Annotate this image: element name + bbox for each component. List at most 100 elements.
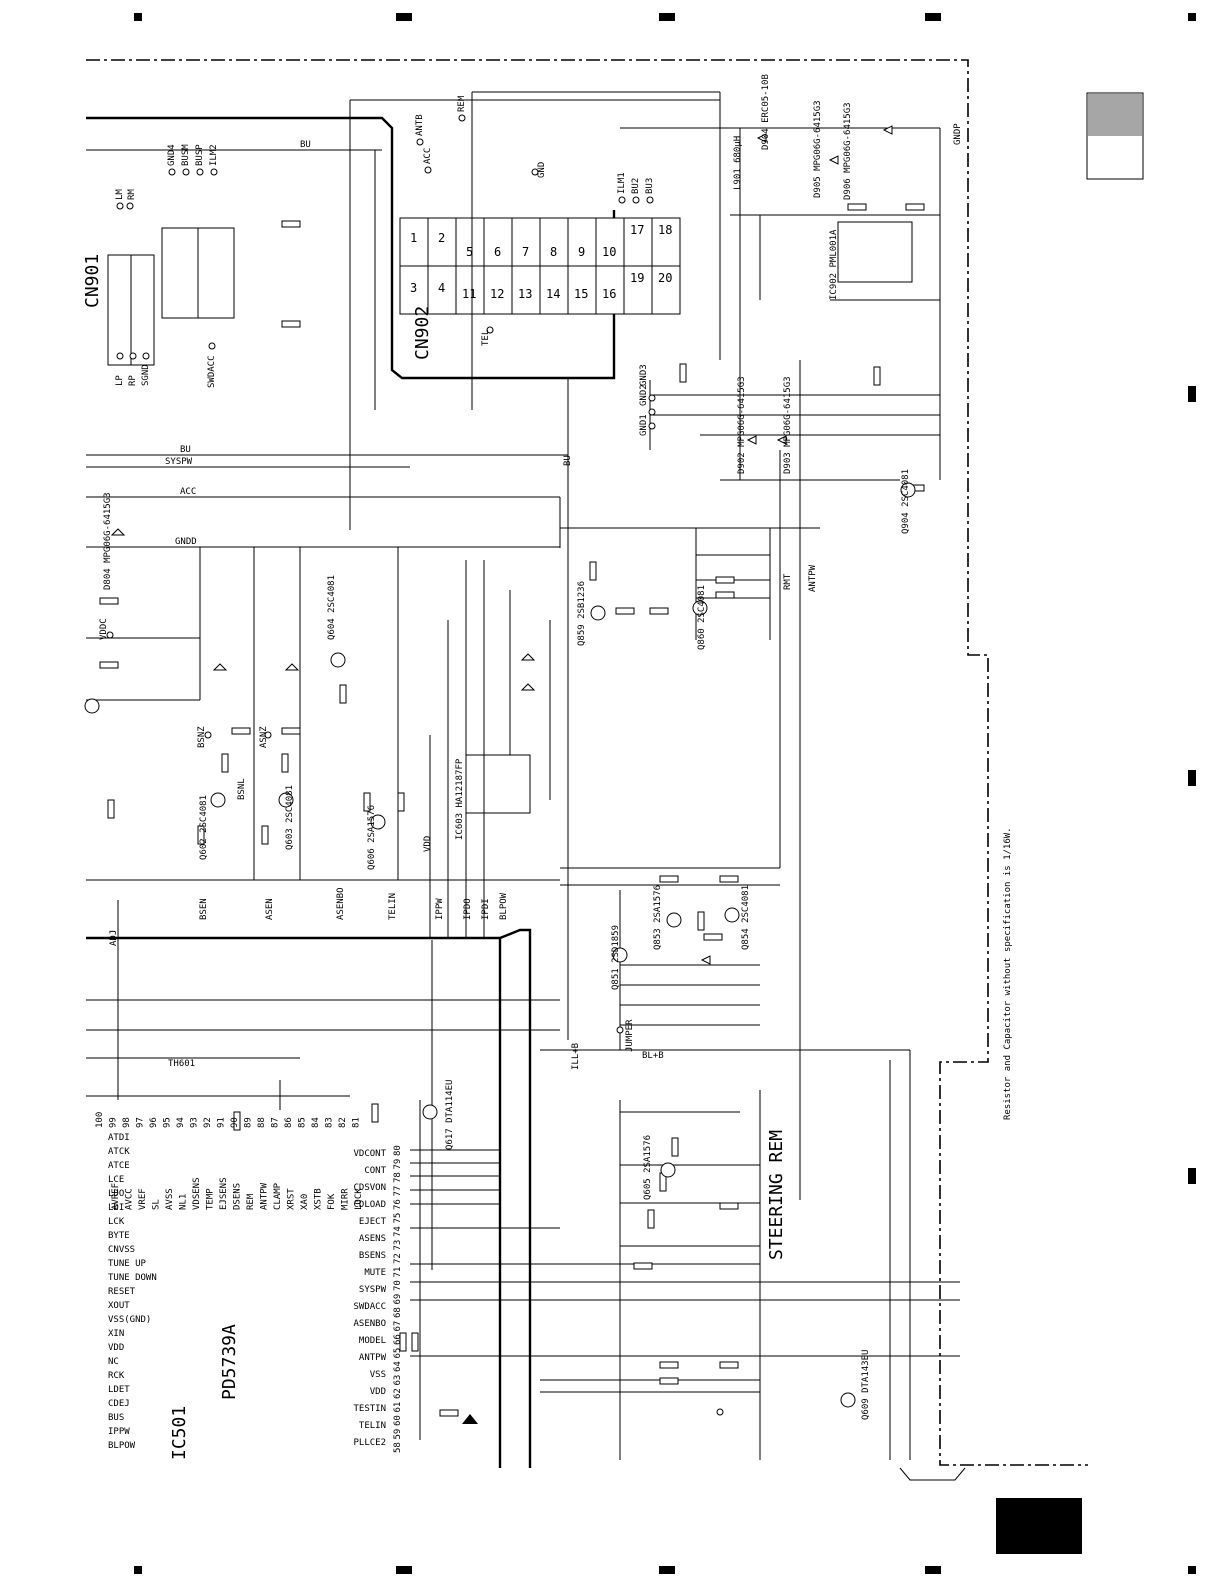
page-number-block: [996, 1498, 1082, 1554]
svg-text:8: 8: [550, 245, 557, 259]
svg-text:9: 9: [578, 245, 585, 259]
svg-text:15: 15: [574, 287, 588, 301]
ic501-pin-number: 98: [122, 1117, 132, 1128]
ic501-pin-name: ATCE: [108, 1161, 130, 1171]
ic501-pin-number: 93: [190, 1117, 200, 1128]
ic501-part-label: PD5739A: [219, 1324, 240, 1400]
signal-ippw: IPPW: [435, 898, 445, 920]
ic501-pin-name: VDSENS: [192, 1177, 202, 1210]
ic501-pin-name: AVSS: [165, 1188, 175, 1210]
ic501-label: IC501: [169, 1406, 190, 1460]
cn902-label: CN902: [412, 306, 433, 360]
signal-sgnd: SGND: [141, 364, 151, 386]
ic501-pin-name: ANTPW: [359, 1353, 387, 1363]
signal-syspw: SYSPW: [165, 457, 193, 467]
svg-text:5: 5: [466, 245, 473, 259]
ic501-pin-number: 61: [393, 1402, 403, 1413]
signal-bu: BU: [300, 140, 311, 150]
ic501-pin-number: 78: [393, 1172, 403, 1183]
signal-asenbo: ASENBO: [336, 887, 346, 920]
ic501-right-pin-numbers: 8079787776757473727170696867666564636261…: [393, 1145, 403, 1453]
q606-label: Q606 2SA1576: [367, 805, 377, 870]
ic501-pin-name: SWDACC: [353, 1302, 386, 1312]
ic501-pin-name: REM: [246, 1193, 256, 1210]
svg-text:1: 1: [410, 231, 417, 245]
signal-swdacc: SWDACC: [207, 355, 217, 388]
ic501-pin-name: XSTB: [314, 1188, 324, 1210]
ic501-pin-name: AVREF: [111, 1183, 121, 1210]
signal-bu-3: BU: [563, 455, 573, 466]
ic501-pin-number: 65: [393, 1348, 403, 1359]
ic501-pin-number: 73: [393, 1240, 403, 1251]
ic501-pin-name: XIN: [108, 1329, 124, 1339]
q904-label: Q904 2SC4081: [901, 469, 911, 534]
signal-ill-b: ILL+B: [571, 1043, 581, 1070]
ic501-pin-name: TEMP: [206, 1188, 216, 1210]
ic501-pin-number: 92: [203, 1117, 213, 1128]
ic501-pin-number: 91: [217, 1117, 227, 1128]
section-border: [86, 59, 1088, 1466]
ic501-pin-name: LDET: [108, 1385, 130, 1395]
q860-label: Q860 2SC4081: [697, 585, 707, 650]
ic501-pin-name: CONT: [364, 1166, 386, 1176]
signal-blpow: BLPOW: [499, 892, 509, 920]
ic501-pin-name: EJECT: [359, 1217, 387, 1227]
svg-text:14: 14: [546, 287, 560, 301]
svg-text:2: 2: [438, 231, 445, 245]
ic501-pin-number: 72: [393, 1253, 403, 1264]
ic501-pin-number: 59: [393, 1429, 403, 1440]
ic501-pin-number: 66: [393, 1334, 403, 1345]
signal-bu3: BU3: [645, 178, 655, 194]
ic501-pin-name: BYTE: [108, 1231, 130, 1241]
signal-gnd4: GND4: [167, 144, 177, 166]
signal-rm: RM: [127, 189, 137, 200]
q604-label: Q604 2SC4081: [327, 575, 337, 640]
ic501-pin-name: VSS: [370, 1370, 386, 1380]
ic501-pin-name: IPPW: [108, 1427, 130, 1437]
ic501-pin-number: 67: [393, 1321, 403, 1332]
ic501-pin-number: 94: [176, 1117, 186, 1128]
ic501-pin-name: XOUT: [108, 1301, 130, 1311]
ic501-pin-name: AVCC: [125, 1188, 135, 1210]
signal-gndp: GNDP: [953, 123, 963, 145]
ic501-pin-name: BUS: [108, 1413, 124, 1423]
ic501-pin-name: VSS(GND): [108, 1315, 151, 1325]
ic501-pin-number: 70: [393, 1280, 403, 1291]
signal-asen: ASEN: [265, 898, 275, 920]
ic501-pin-name: ASENS: [359, 1234, 386, 1244]
svg-text:7: 7: [522, 245, 529, 259]
ic501-pin-name: ATCK: [108, 1147, 130, 1157]
ic501-pin-number: 68: [393, 1307, 403, 1318]
signal-acc-2: ACC: [180, 487, 196, 497]
diodes: [110, 125, 893, 1424]
signal-antpw: ANTPW: [808, 564, 818, 592]
signal-telin: TELIN: [388, 893, 398, 920]
ic603-label: IC603 HA12187FP: [455, 758, 465, 840]
signal-bsen: BSEN: [199, 898, 209, 920]
ic501-pin-number: 82: [338, 1117, 348, 1128]
signal-vddc: VDDC: [99, 618, 109, 640]
d904-label: D904 ERC05-10B: [761, 74, 771, 150]
ic501-pin-name: LDO: [108, 1189, 124, 1199]
ic501-pin-number: 75: [393, 1213, 403, 1224]
signal-rem: REM: [457, 95, 467, 112]
ic501-pin-number: 64: [393, 1361, 403, 1372]
q851-label: Q851 2SD1859: [611, 925, 621, 990]
signal-ipdo: IPDO: [463, 898, 473, 920]
registration-marks: [134, 13, 1196, 1574]
ic501-pin-number: 85: [298, 1117, 308, 1128]
ic501-pin-name: SYSPW: [359, 1285, 387, 1295]
svg-text:13: 13: [518, 287, 532, 301]
d906-label: D906 MPG06G-6415G3: [843, 102, 853, 200]
ic501-pin-name: ATDI: [108, 1133, 130, 1143]
svg-text:6: 6: [494, 245, 501, 259]
ic501-pin-name: TESTIN: [353, 1404, 386, 1414]
signal-busp: BUSP: [195, 144, 205, 166]
ic501-pin-name: MUTE: [364, 1268, 386, 1278]
ic501-pin-number: 63: [393, 1375, 403, 1386]
ic501-pin-number: 86: [284, 1117, 294, 1128]
